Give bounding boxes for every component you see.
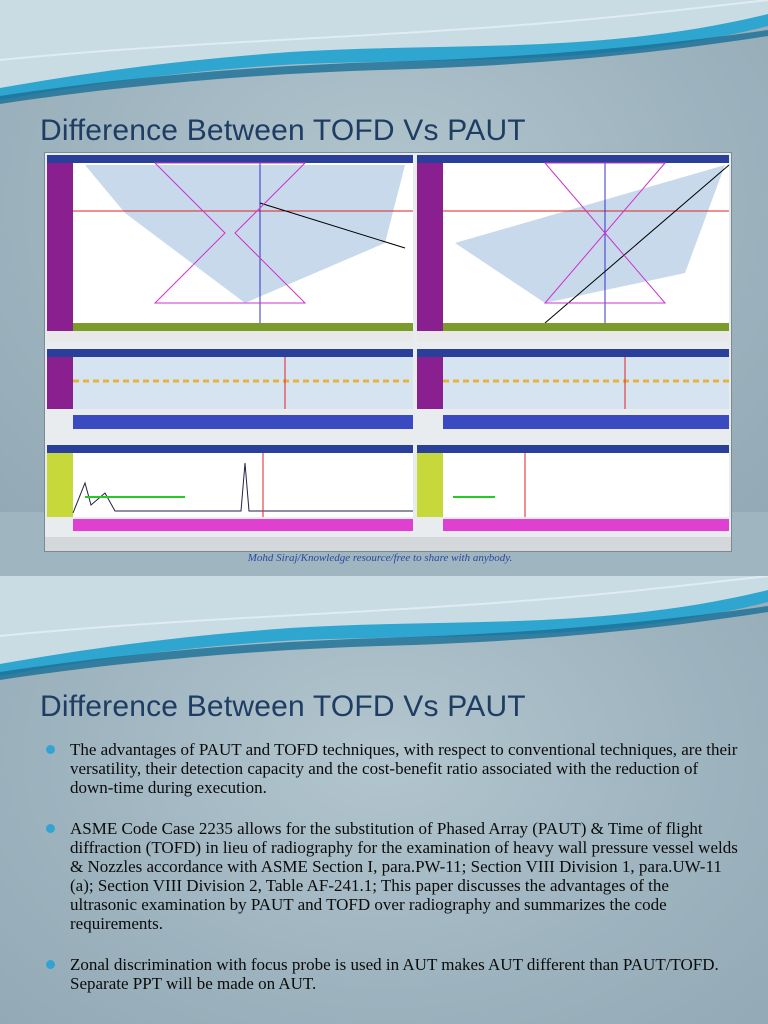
list-item: ASME Code Case 2235 allows for the subst… (40, 819, 740, 933)
a-scan-left (47, 445, 413, 531)
list-item: Zonal discrimination with focus probe is… (40, 955, 740, 993)
bullet-icon (46, 745, 55, 754)
bullet-icon (46, 960, 55, 969)
sectorial-scan-left (47, 155, 413, 341)
bullet-text: Zonal discrimination with focus probe is… (70, 955, 719, 993)
scan-image (45, 155, 731, 551)
ultrasonic-scan-screenshot (44, 152, 732, 552)
bullet-list: The advantages of PAUT and TOFD techniqu… (40, 740, 740, 1015)
list-item: The advantages of PAUT and TOFD techniqu… (40, 740, 740, 797)
sectorial-scan-right (417, 155, 730, 341)
slide-title: Difference Between TOFD Vs PAUT (40, 690, 526, 723)
decorative-wave-header (0, 0, 768, 104)
bullet-text: ASME Code Case 2235 allows for the subst… (70, 819, 738, 933)
bullet-text: The advantages of PAUT and TOFD techniqu… (70, 740, 738, 797)
credit-text: Mohd Siraj/Knowledge resource/free to sh… (247, 552, 513, 564)
slide-2: Difference Between TOFD Vs PAUT (0, 576, 768, 1024)
side-view-left (47, 349, 413, 429)
side-view-right (417, 349, 729, 429)
bullet-icon (46, 824, 55, 833)
a-scan-right (417, 445, 729, 531)
decorative-wave-header (0, 576, 768, 680)
slide-title: Difference Between TOFD Vs PAUT (40, 114, 526, 147)
